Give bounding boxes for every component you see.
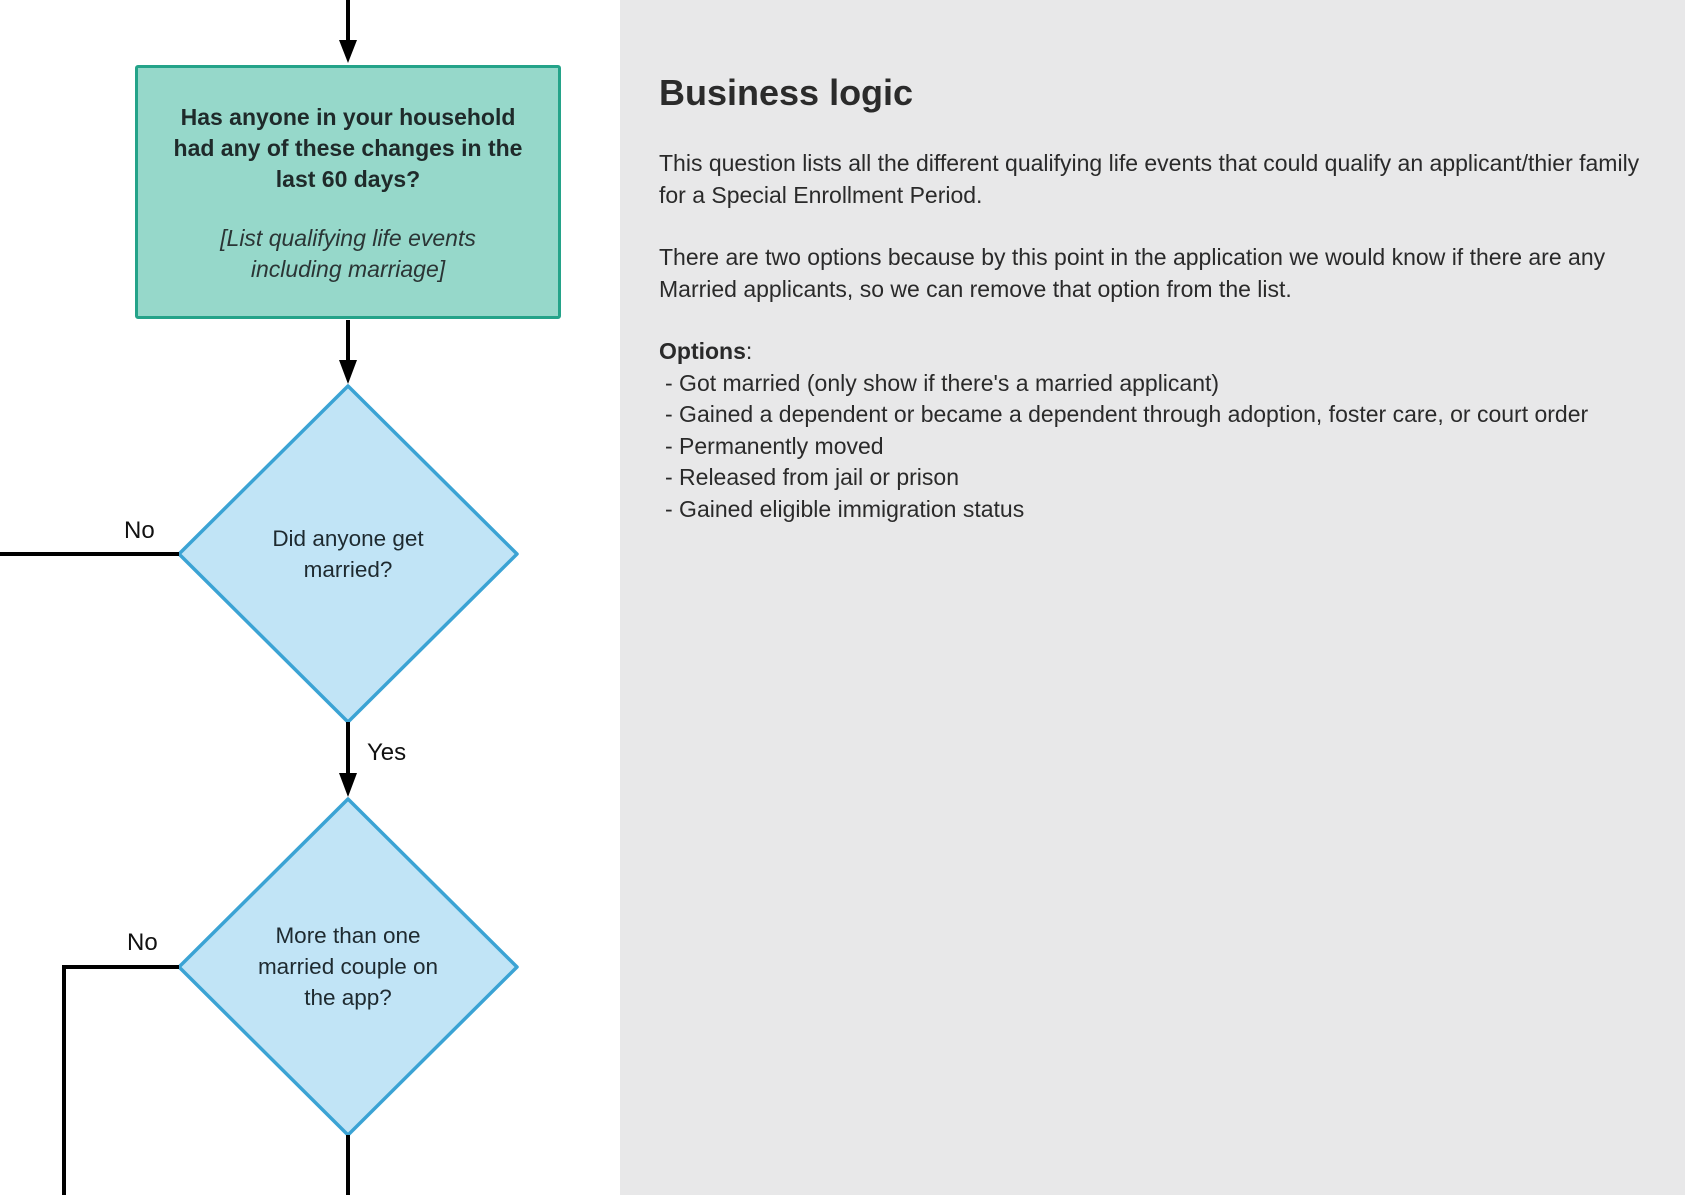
arrowhead-into-decision-2	[339, 773, 357, 797]
process-box: Has anyone in your household had any of …	[135, 65, 561, 319]
process-question: Has anyone in your household had any of …	[173, 104, 523, 192]
options-label: Options	[659, 338, 746, 364]
decision-1-label: Did anyone get married?	[272, 526, 424, 582]
edge-label-yes: Yes	[367, 739, 407, 766]
arrowhead-into-decision-1	[339, 360, 357, 384]
option-item: - Gained eligible immigration status	[665, 495, 1025, 522]
flowchart-canvas: Has anyone in your household had any of …	[0, 0, 620, 1195]
edge-label-no-1: No	[124, 517, 155, 544]
connector-decision-2-no	[62, 965, 179, 1195]
process-note: [List qualifying life events including m…	[220, 225, 476, 282]
edge-label-no-2: No	[127, 929, 158, 956]
arrowhead-into-process	[339, 40, 357, 63]
options-colon: :	[745, 338, 753, 364]
decision-2-label: More than one married couple on the app?	[257, 923, 439, 1010]
option-item: - Released from jail or prison	[665, 464, 960, 490]
flowchart-connectors	[0, 0, 519, 1195]
option-item: - Gained a dependent or became a depende…	[665, 401, 1589, 427]
options-list: - Got married (only show if there's a ma…	[659, 368, 1659, 526]
options-block: Options: - Got married (only show if the…	[659, 336, 1659, 525]
option-item: - Got married (only show if there's a ma…	[665, 369, 1220, 396]
options-heading: Options:	[659, 336, 1659, 368]
business-logic-paragraph-1: This question lists all the different qu…	[659, 150, 1640, 208]
business-logic-title: Business logic	[659, 72, 914, 113]
business-logic-panel: Business logic This question lists all t…	[620, 0, 1685, 1195]
option-item: - Permanently moved	[665, 432, 884, 459]
business-logic-paragraph-2: There are two options because by this po…	[659, 244, 1606, 302]
